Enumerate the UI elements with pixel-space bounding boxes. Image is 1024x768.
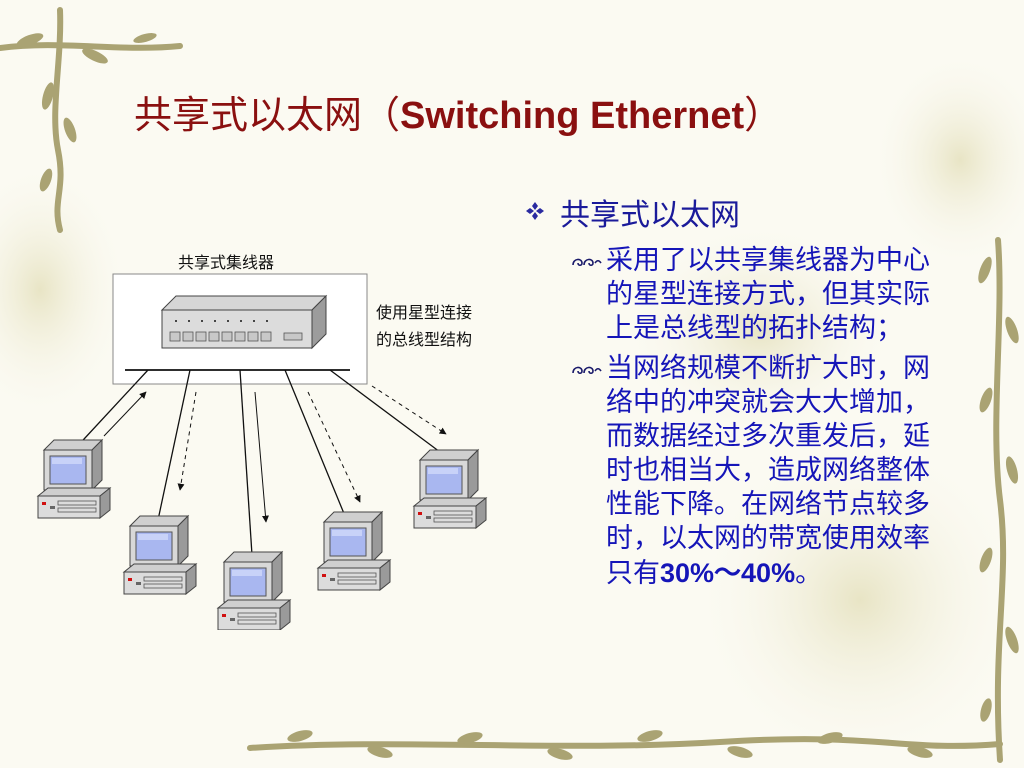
bullet-point-2: 当网络规模不断扩大时，网络中的冲突就会大大增加，而数据经过多次重发后，延时也相当…: [570, 352, 956, 591]
workstation-2: [123, 515, 197, 595]
shared-hub-diagram: 共享式集线器 使用星型连接 的总线型结构: [37, 253, 487, 630]
topology-note-line2: 的总线型结构: [376, 330, 472, 349]
workstation-1: [37, 439, 111, 519]
bandwidth-efficiency-value: 30%～40%: [660, 558, 796, 588]
workstation-4: [317, 511, 391, 591]
topology-note-line1: 使用星型连接: [376, 303, 472, 322]
hub-device: [160, 294, 328, 350]
workstation-5: [413, 449, 487, 529]
swirl-bullet-icon: [572, 258, 602, 267]
title-close-paren: ）: [744, 93, 783, 137]
workstation-3: [217, 551, 291, 630]
swirl-bullet-icon: [572, 366, 602, 375]
diamond-bullet-icon: [526, 202, 544, 220]
point2-text: 当网络规模不断扩大时，网络中的冲突就会大大增加，而数据经过多次重发后，延时也相当…: [606, 353, 930, 589]
bullet-point-1: 采用了以共享集线器为中心的星型连接方式，但其实际上是总线型的拓扑结构；: [570, 244, 956, 346]
bullet-heading: 共享式以太网: [520, 190, 1020, 234]
slide-title: 共享式以太网（Switching Ethernet）: [134, 84, 782, 139]
heading-text: 共享式以太网: [560, 198, 740, 233]
title-chinese: 共享式以太网（: [134, 93, 401, 137]
title-english: Switching Ethernet: [400, 95, 745, 137]
point1-text: 采用了以共享集线器为中心的星型连接方式，但其实际上是总线型的拓扑结构；: [606, 245, 930, 344]
point2-end: 。: [795, 558, 823, 589]
content-bullets: 共享式以太网 采用了以共享集线器为中心的星型连接方式，但其实际上是总线型的拓扑结…: [520, 190, 1020, 597]
hub-label: 共享式集线器: [178, 253, 274, 272]
